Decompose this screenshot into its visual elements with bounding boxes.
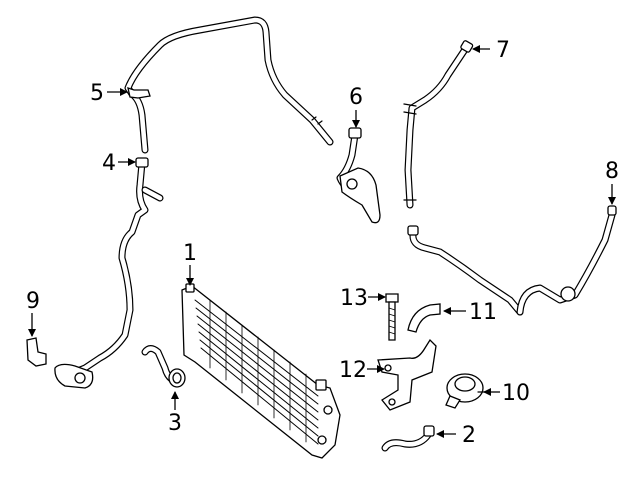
callout-9: 9 bbox=[26, 289, 40, 314]
leader-lines bbox=[28, 45, 616, 438]
callout-labels: 1 2 3 4 5 6 7 8 9 10 11 12 13 bbox=[26, 38, 619, 448]
callout-8: 8 bbox=[605, 159, 619, 184]
part-3-elbow-hose bbox=[141, 345, 186, 388]
callout-6: 6 bbox=[349, 85, 363, 110]
callout-11: 11 bbox=[469, 300, 497, 325]
part-8-lower-right-hose bbox=[407, 205, 617, 316]
callout-3: 3 bbox=[168, 411, 182, 436]
callout-4: 4 bbox=[102, 151, 116, 176]
part-12-bracket bbox=[377, 338, 437, 411]
part-7-right-hose bbox=[403, 40, 474, 209]
callout-5: 5 bbox=[90, 81, 104, 106]
part-13-bolt bbox=[385, 293, 399, 341]
callout-7: 7 bbox=[496, 38, 510, 63]
part-5-upper-hose bbox=[124, 16, 334, 154]
callout-2: 2 bbox=[462, 423, 476, 448]
callout-10: 10 bbox=[502, 381, 530, 406]
part-11-strap bbox=[407, 303, 441, 333]
callout-1: 1 bbox=[183, 241, 197, 266]
part-4-left-hose bbox=[54, 157, 164, 389]
part-2-lower-hose bbox=[381, 425, 435, 452]
part-1-radiator bbox=[181, 283, 341, 459]
callout-12: 12 bbox=[339, 358, 367, 383]
part-9-clip bbox=[26, 337, 47, 367]
part-6-bracket-hose bbox=[336, 127, 381, 224]
callout-13: 13 bbox=[340, 286, 368, 311]
part-10-pump bbox=[445, 373, 487, 409]
